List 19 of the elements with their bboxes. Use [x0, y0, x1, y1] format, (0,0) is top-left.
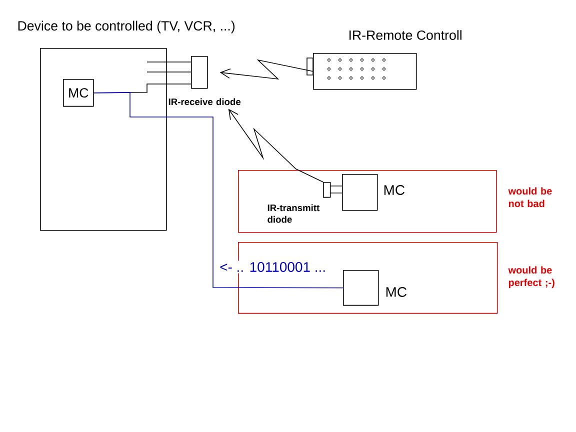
wire — [93, 92, 344, 288]
node-label: MC — [386, 287, 407, 297]
arrow — [228, 108, 324, 182]
node-label: MC — [384, 185, 405, 195]
node-label: IR-Remote Controll — [350, 30, 462, 40]
receive-diode — [191, 56, 208, 89]
transmit-diode — [323, 182, 342, 198]
part-label: IR-transmitt diode — [268, 204, 320, 223]
edge-label: <- .. 10110001 ... — [218, 260, 328, 274]
remote-control: IR-Remote Controll — [306, 30, 462, 90]
node-label: Device to be controlled (TV, VCR, ...) — [18, 20, 235, 34]
mc-box: MC — [342, 174, 404, 211]
panel-frame — [238, 242, 498, 314]
mc-box: MC — [343, 270, 406, 306]
mc-box: MC — [63, 79, 94, 107]
part-label: IR-receive diode — [168, 98, 241, 106]
note-text: would be not bad — [508, 187, 552, 208]
panel-frame — [238, 170, 497, 233]
note-text: would be perfect ;-) — [508, 266, 554, 288]
